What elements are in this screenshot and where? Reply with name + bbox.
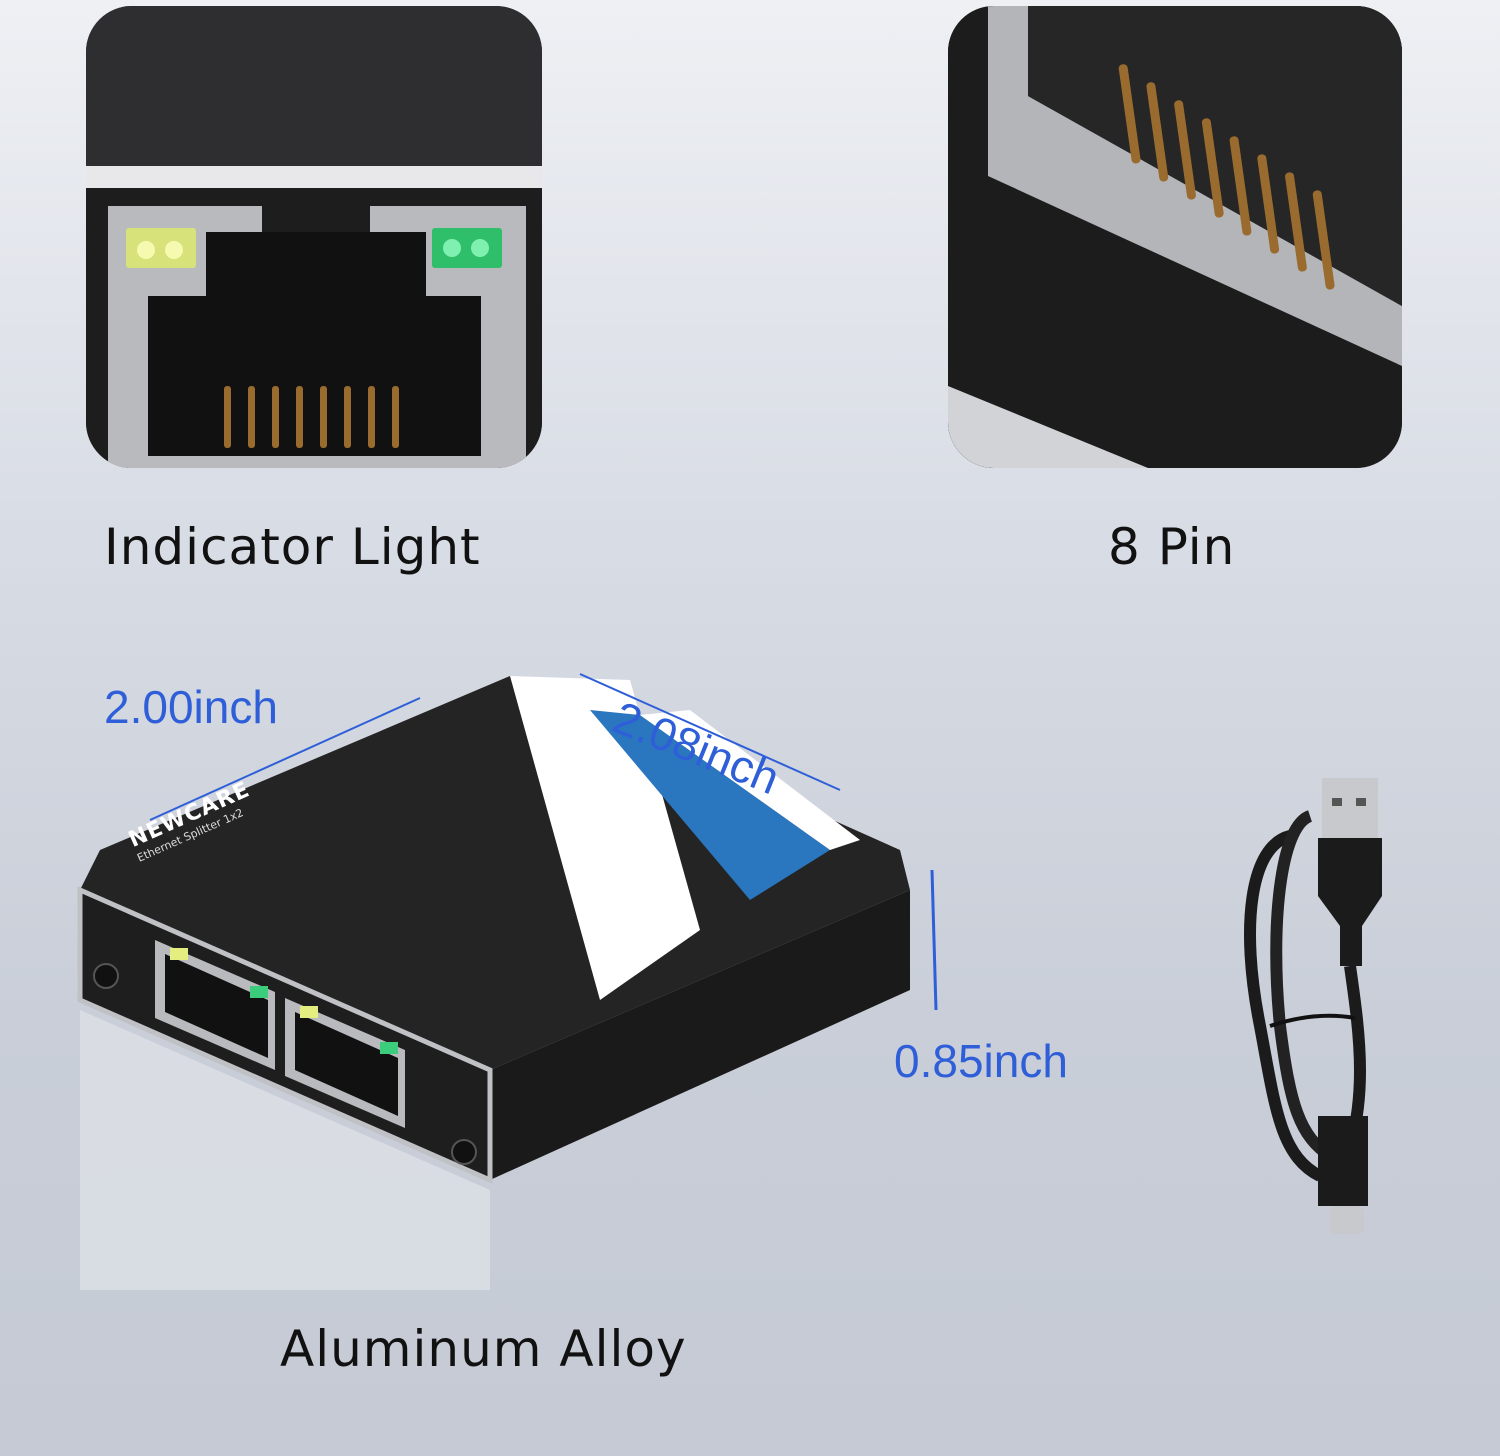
pin-contacts	[1118, 64, 1335, 290]
material-caption: Aluminum Alloy	[280, 1320, 687, 1378]
ethernet-splitter-image: NEWCARE Ethernet Splitter 1x2	[70, 670, 940, 1290]
led-yellow-icon	[170, 948, 188, 960]
rj45-port-closeup	[86, 6, 542, 468]
screw-icon	[451, 1139, 477, 1165]
pin-caption: 8 Pin	[1108, 518, 1236, 576]
height-dimension: 0.85inch	[894, 1035, 1068, 1087]
pin-angle-closeup	[948, 6, 1402, 468]
led-green-icon	[432, 228, 502, 268]
usb-c-connector-icon	[1330, 1206, 1364, 1234]
width-dimension: 2.00inch	[104, 681, 278, 733]
usb-a-connector-icon	[1322, 778, 1378, 838]
indicator-light-panel	[86, 6, 542, 468]
led-yellow-icon	[126, 228, 196, 268]
screw-icon	[93, 963, 119, 989]
led-green-icon	[250, 986, 268, 998]
usb-cable-image	[1240, 776, 1390, 1236]
pin-closeup-panel	[948, 6, 1402, 468]
indicator-light-caption: Indicator Light	[104, 518, 481, 576]
pin-contacts	[224, 386, 399, 448]
